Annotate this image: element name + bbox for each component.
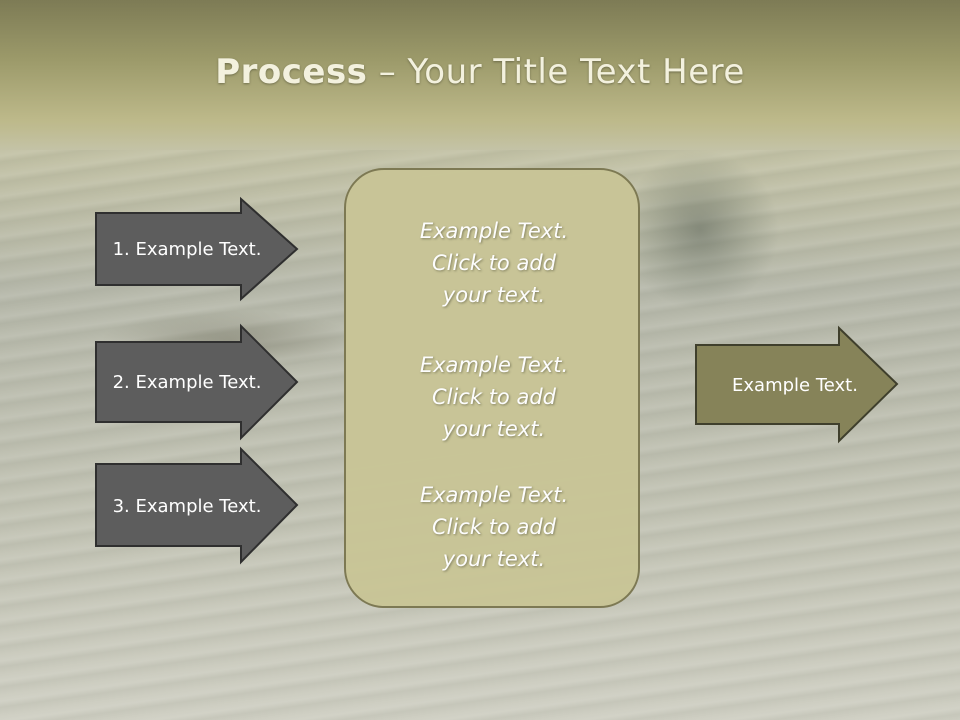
center-text-block-1[interactable]: Example Text. Click to add your text. [346, 215, 642, 311]
arrow-shape [95, 323, 299, 441]
input-arrow-label: 1. Example Text. [112, 238, 262, 260]
arrow-shape [95, 446, 299, 565]
center-text-line: your text. [442, 417, 546, 441]
center-text-line: Click to add [431, 251, 556, 275]
center-text-block-3[interactable]: Example Text. Click to add your text. [346, 479, 642, 575]
arrow-shape [695, 325, 899, 444]
input-arrow-label: 2. Example Text. [112, 371, 262, 393]
input-arrow-label: 3. Example Text. [112, 495, 262, 517]
center-text-line: Example Text. [419, 219, 569, 243]
title-bold: Process [215, 52, 368, 92]
input-arrow-1[interactable]: 1. Example Text. [95, 196, 299, 302]
slide-title[interactable]: Process – Your Title Text Here [0, 52, 960, 92]
center-text-line: Example Text. [419, 483, 569, 507]
center-text-block-2[interactable]: Example Text. Click to add your text. [346, 349, 642, 445]
input-arrow-3[interactable]: 3. Example Text. [95, 446, 299, 565]
center-text-line: your text. [442, 547, 546, 571]
center-text-line: Click to add [431, 515, 556, 539]
center-text-line: Example Text. [419, 353, 569, 377]
output-arrow-label: Example Text. [732, 374, 858, 396]
title-band [0, 0, 960, 150]
water-splash-image [620, 150, 780, 310]
center-text-line: your text. [442, 283, 546, 307]
output-arrow[interactable]: Example Text. [695, 325, 899, 444]
center-text-line: Click to add [431, 385, 556, 409]
center-content-box[interactable]: Example Text. Click to add your text. Ex… [344, 168, 640, 608]
input-arrow-2[interactable]: 2. Example Text. [95, 323, 299, 441]
arrow-shape [95, 196, 299, 302]
title-rest: – Your Title Text Here [367, 52, 745, 92]
